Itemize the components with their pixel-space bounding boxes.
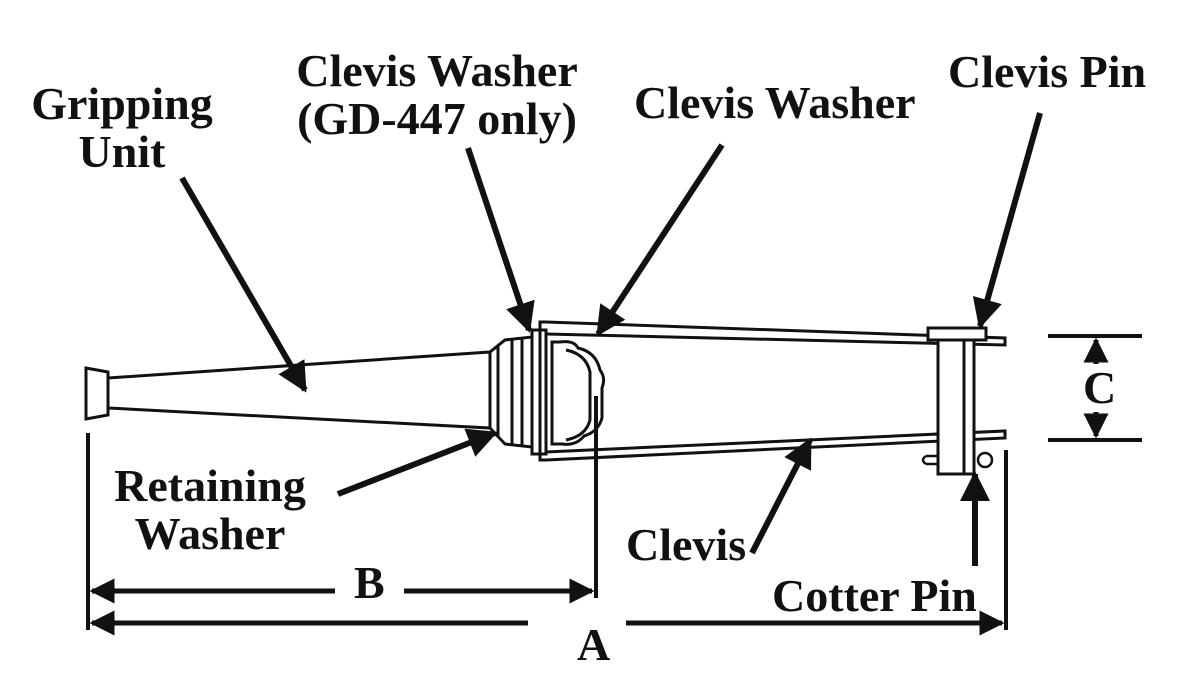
clevis-washer-label: Clevis Washer <box>634 77 916 128</box>
retaining-washer-leader <box>336 428 498 497</box>
clevis-washer-gd447-leader <box>465 147 535 333</box>
clevis-part <box>538 320 1007 462</box>
dimension-c-label: C <box>1083 362 1117 413</box>
gripping-unit-leader <box>179 176 308 393</box>
dimension-a-label: A <box>577 619 611 670</box>
clevis-washer-gd447-label-line1: Clevis Washer <box>296 45 578 96</box>
retaining-washer-label: Retaining Washer <box>100 462 320 558</box>
clevis-washer-leader <box>595 143 725 337</box>
clevis-pin-leader <box>972 112 1043 329</box>
clevis-pin-label: Clevis Pin <box>948 46 1147 97</box>
retaining-washer-label-line1: Retaining <box>114 460 306 511</box>
retaining-washer-label-line2: Washer <box>134 508 286 559</box>
clevis-pin-part <box>926 326 988 476</box>
leader-arrows <box>179 112 1043 566</box>
gripping-unit-label-line2: Unit <box>78 126 166 177</box>
clevis-washer-gd447-label-line2: (GD-447 only) <box>297 93 577 144</box>
gripping-unit-part <box>84 335 534 449</box>
clevis-leader <box>749 437 813 555</box>
clevis-washer-gd447-label: Clevis Washer (GD-447 only) <box>262 47 612 143</box>
gripping-unit-label: Gripping Unit <box>22 80 222 176</box>
gripping-unit-label-line1: Gripping <box>31 78 213 129</box>
clevis-washer-part <box>550 340 606 446</box>
cotter-pin-part <box>921 451 994 469</box>
clevis-label: Clevis <box>626 519 747 570</box>
dimension-extension-lines <box>86 334 1142 630</box>
cotter-pin-label: Cotter Pin <box>772 570 977 621</box>
dimension-b-label: B <box>354 557 385 608</box>
